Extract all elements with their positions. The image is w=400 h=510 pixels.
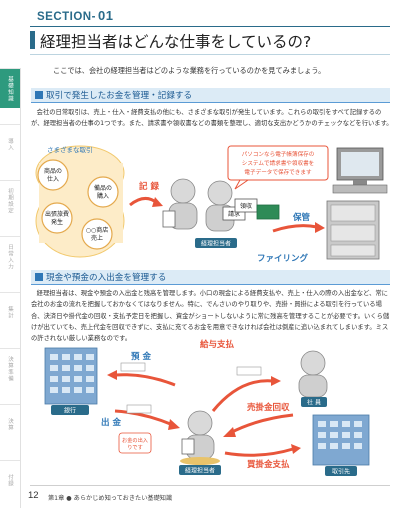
page-title: 経理担当者はどんな仕事をしているの? (40, 33, 312, 51)
efile-bubble-tail (234, 179, 250, 190)
hokan-arrow (272, 224, 318, 233)
employee-label-box (301, 397, 327, 407)
efile-bubble-text: システムで請求書や領収書を (242, 159, 315, 167)
banknote (120, 362, 146, 372)
kiroku-label: 記 録 (139, 181, 159, 192)
side-tab-closing[interactable]: 決算 (0, 404, 20, 444)
efile-bubble (227, 145, 329, 181)
illustration-cash: 銀行 預 金 出 金 お金の出入 りです 経理担当者 給与支払 社 員 売掛金回… (44, 339, 370, 476)
side-tab-setup[interactable]: 導入 (0, 124, 20, 164)
kiroku-arrowhead (152, 197, 163, 207)
heading-square-icon (35, 91, 43, 99)
side-tab-prep[interactable]: 決算準備 (0, 348, 20, 388)
bank-label-box (51, 405, 89, 415)
section-label: SECTION-01 (37, 8, 114, 23)
paragraph-record: 会社の日常取引は、売上・仕入・経費支払の他にも、さまざまな取引が発生しています。… (31, 109, 393, 128)
torihiki-item-text: 仕入 (47, 175, 59, 183)
computer-icon (332, 147, 388, 194)
kaikake-arrowhead (291, 444, 301, 454)
yokin-arrow (114, 373, 176, 387)
page-number: 12 (28, 490, 39, 501)
accountant-label-box (195, 238, 237, 248)
side-tab-nav: 基礎知識 導入 初期設定 日常入力 集計 決算準備 決算 付録 (0, 68, 20, 508)
torihiki-item-circle (81, 218, 113, 250)
client-building-icon (312, 414, 370, 466)
shukkin-arrow (114, 409, 174, 427)
kaikake-arrow (224, 447, 294, 457)
torihiki-item-text: ○○商店 (86, 226, 108, 234)
banknote (236, 366, 262, 376)
hokan-arrowhead (315, 222, 325, 233)
torihiki-title: さまざまな取引 (47, 145, 93, 154)
illustration-record: さまざまな取引 商品の 仕入 備品の 購入 出張旅費 発生 ○○商店 売上 記 … (35, 145, 388, 264)
side-tab-totals[interactable]: 集計 (0, 292, 20, 332)
banknote (126, 404, 152, 414)
bank-building-icon (44, 347, 98, 405)
kyuyo-arrowhead (271, 376, 281, 386)
binder (256, 204, 280, 220)
money-bubble-text: りです (127, 444, 143, 451)
employee-label: 社 員 (307, 399, 321, 407)
side-divider (20, 68, 21, 508)
heading-cash: 現金や預金の入出金を管理する (31, 270, 390, 285)
shukkin-label: 出 金 (101, 417, 121, 428)
kaikake-label: 買掛金支払 (247, 459, 290, 470)
accountant-label: 経理担当者 (185, 467, 215, 475)
accountant-label-box (179, 465, 221, 475)
bank-label: 銀行 (64, 407, 76, 415)
torihiki-item-text: 購入 (97, 192, 109, 200)
intro-text: ここでは、会社の経理担当者はどのような業務を行っているのかを見てみましょう。 (53, 66, 326, 75)
yokin-arrowhead (107, 370, 117, 380)
money-bubble (118, 432, 152, 454)
heading-record: 取引で発生したお金を管理・記録する (31, 88, 390, 103)
filing-cabinet (326, 200, 380, 260)
torihiki-item-text: 備品の (94, 184, 112, 192)
filing-label: ファイリング (257, 253, 309, 264)
side-tab-appendix[interactable]: 付録 (0, 460, 20, 500)
client-label-box (325, 466, 357, 476)
torihiki-item-circle (37, 159, 69, 191)
shukkin-arrowhead (168, 419, 180, 430)
hokan-label: 保管 (292, 212, 311, 223)
accountant-figure (162, 178, 235, 232)
torihiki-item-text: 商品の (44, 167, 62, 175)
side-tab-initial[interactable]: 初期設定 (0, 180, 20, 220)
chapter-title: 第1章 ● あらかじめ知っておきたい基礎知識 (48, 495, 173, 502)
urikake-arrow (229, 413, 294, 435)
section-divider (30, 26, 390, 27)
yokin-label: 預 金 (131, 351, 151, 362)
torihiki-item-circle (87, 176, 119, 208)
accountant-label: 経理担当者 (201, 240, 231, 248)
paragraph-cash: 経理担当者は、現金や預金の入出金と残高を管理します。小口の現金による経費支払や、… (31, 290, 390, 343)
accountant-figure (180, 410, 220, 465)
side-tab-basics[interactable]: 基礎知識 (0, 68, 20, 108)
torihiki-item-text: 売上 (91, 234, 103, 242)
side-tab-daily[interactable]: 日常入力 (0, 236, 20, 276)
ryoshu-label: 領収 (240, 202, 252, 210)
torihiki-item-text: 発生 (51, 218, 63, 226)
employee-figure (298, 350, 328, 398)
urikake-label: 売掛金回収 (246, 402, 290, 413)
efile-bubble-text: 電子データで保存できます (244, 168, 312, 176)
efile-bubble-text: パソコンなら電子帳簿保存の (242, 150, 315, 158)
urikake-arrowhead (223, 427, 236, 437)
client-label: 取引先 (332, 468, 350, 476)
title-accent (30, 31, 35, 49)
kyuyo-arrow (211, 379, 274, 412)
seikyu-label: 請求 (228, 210, 240, 218)
money-bubble-text: お金の出入 (122, 436, 148, 444)
torihiki-item-circle (41, 202, 73, 234)
footer-divider (30, 485, 390, 486)
kyuyo-label: 給与支払 (200, 339, 235, 350)
title-divider (30, 54, 390, 55)
heading-square-icon (35, 273, 43, 281)
torihiki-item-text: 出張旅費 (45, 210, 69, 218)
